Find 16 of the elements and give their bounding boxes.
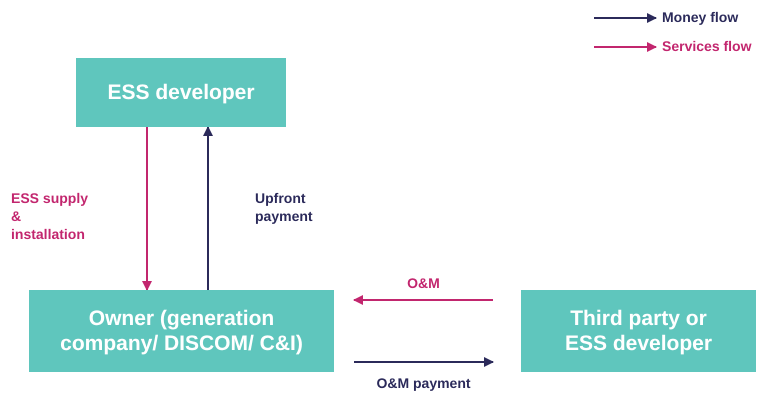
arrow	[353, 295, 493, 305]
arrow	[142, 127, 152, 291]
process-box	[76, 58, 286, 127]
arrow	[203, 126, 213, 290]
edge-label: O&M payment	[375, 374, 472, 392]
legend-label: Services flow	[662, 38, 752, 54]
edge-label: ESS supply & installation	[11, 188, 90, 244]
box-label: Third party or ESS developer	[564, 306, 714, 356]
box-label: ESS developer	[107, 80, 255, 106]
box-label: Owner (generation company/ DISCOM/ C&I)	[59, 306, 304, 356]
arrow	[354, 357, 494, 367]
process-box	[29, 290, 334, 372]
legend-label: Money flow	[662, 9, 738, 25]
process-box	[521, 290, 756, 372]
edge-label: Upfront payment	[255, 188, 314, 225]
edge-label: O&M	[406, 274, 441, 292]
